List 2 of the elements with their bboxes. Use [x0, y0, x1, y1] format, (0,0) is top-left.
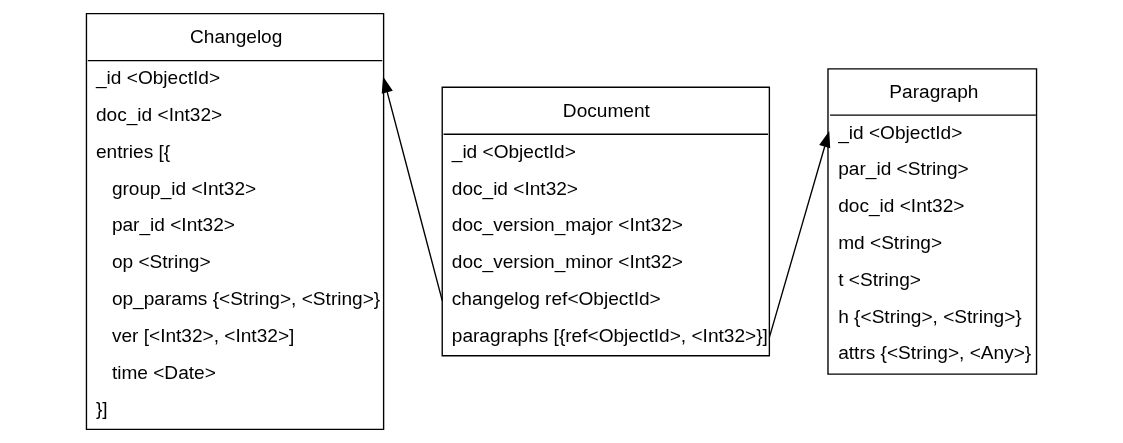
arrow [381, 76, 443, 302]
arrow [768, 130, 831, 339]
